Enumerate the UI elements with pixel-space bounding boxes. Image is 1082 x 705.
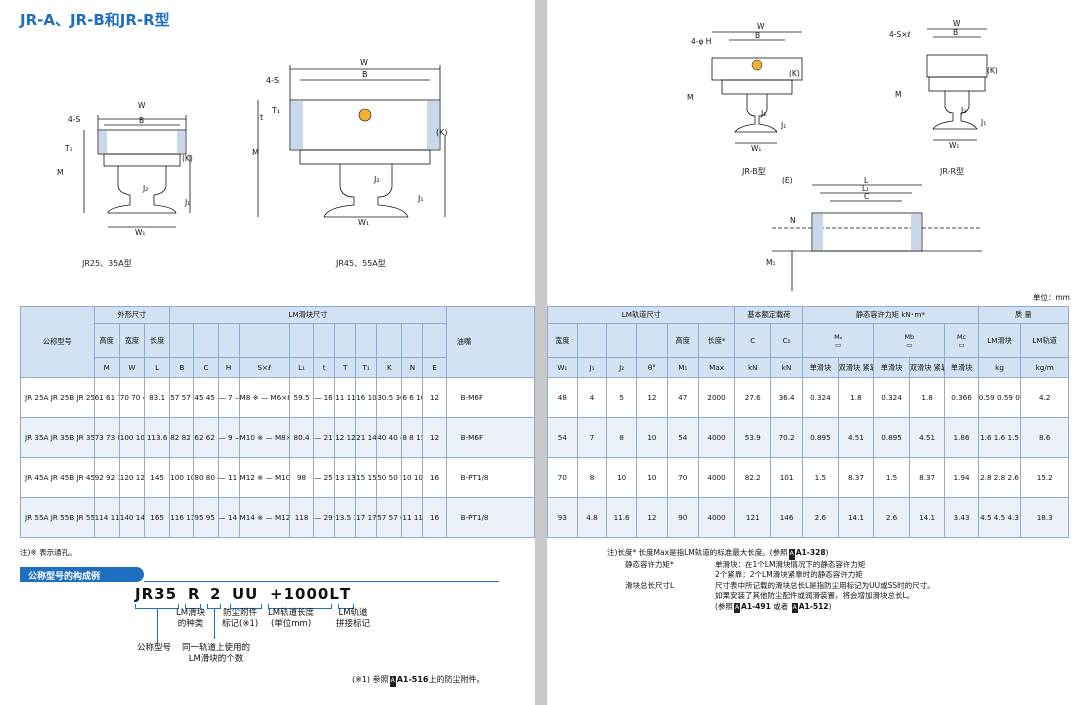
right-page: W B 4-φ H M (K) J₂ J₁ W₁ JR-B型 W B 4-S×ℓ… — [546, 0, 1082, 705]
svg-text:M: M — [57, 168, 63, 177]
svg-text:4-S: 4-S — [266, 76, 279, 85]
svg-text:N: N — [790, 216, 796, 225]
svg-text:W₁: W₁ — [751, 144, 761, 153]
label-joint: LM轨道 拼接标记 — [336, 608, 371, 629]
jr-b-drawing: W B 4-φ H M (K) J₂ J₁ W₁ — [687, 22, 803, 153]
page-gutter — [535, 0, 547, 705]
jr45-drawing: W B 4-S T₁ t M (K) J₂ J₁ W₁ — [252, 58, 448, 225]
svg-text:J₂: J₂ — [373, 175, 380, 184]
label-W: W — [138, 101, 146, 110]
svg-text:W₁: W₁ — [358, 218, 369, 225]
svg-text:M: M — [895, 90, 901, 99]
svg-text:B: B — [755, 31, 760, 40]
side-view-drawing: (E) L L₁ C N M₁ — [766, 176, 982, 291]
label-dust: 防尘附件 标记(※1) — [222, 608, 259, 629]
svg-text:4-φ H: 4-φ H — [691, 37, 711, 46]
svg-text:J₁: J₁ — [980, 118, 986, 127]
svg-text:W: W — [360, 58, 368, 67]
label-model: 公称型号 — [137, 643, 172, 653]
svg-text:L: L — [864, 176, 869, 185]
svg-text:W₁: W₁ — [949, 141, 959, 150]
svg-text:J₂: J₂ — [142, 184, 148, 193]
svg-text:W: W — [757, 22, 765, 31]
svg-text:(K): (K) — [987, 66, 998, 75]
svg-text:L₁: L₁ — [862, 184, 869, 193]
svg-text:(E): (E) — [782, 176, 793, 185]
svg-text:4-S: 4-S — [68, 115, 80, 124]
svg-text:B: B — [362, 70, 368, 79]
svg-text:B: B — [139, 116, 144, 125]
svg-text:M: M — [252, 148, 259, 157]
note: 注)※ 表示通孔。 — [20, 548, 77, 557]
jr-r-drawing: W B 4-S×ℓ M (K) J₂ J₁ W₁ — [889, 19, 998, 150]
svg-text:J₁: J₁ — [780, 121, 786, 130]
label-length: LM轨道长度 (单位mm) — [268, 608, 315, 629]
svg-text:B: B — [953, 28, 958, 37]
label-kind: LM滑块 的种类 — [176, 608, 206, 629]
svg-text:C: C — [864, 192, 869, 201]
svg-text:M₁: M₁ — [766, 258, 775, 267]
svg-text:J₁: J₁ — [184, 198, 190, 207]
unit-label: 单位：mm — [1032, 293, 1070, 302]
caption-small: JR25、35A型 — [82, 259, 132, 268]
label-count: 同一轨道上使用的 LM滑块的个数 — [182, 643, 251, 664]
svg-text:(K): (K) — [436, 128, 448, 137]
svg-text:W₁: W₁ — [135, 228, 145, 237]
svg-text:M: M — [687, 93, 693, 102]
jr25-drawing: W B 4-S T₁ M (K) J₂ J₁ W₁ — [57, 101, 193, 237]
svg-text:J₂: J₂ — [760, 109, 766, 118]
svg-text:T₁: T₁ — [64, 144, 73, 153]
caption-jr-r: JR-R型 — [940, 167, 965, 176]
caption-large: JR45、55A型 — [336, 259, 386, 268]
svg-text:T₁: T₁ — [271, 106, 280, 115]
left-page: JR-A、JR-B和JR-R型 W B 4-S T₁ M (K) J₂ J₁ W… — [0, 0, 536, 705]
svg-text:t: t — [260, 113, 263, 122]
svg-text:W: W — [953, 19, 961, 28]
page-title: JR-A、JR-B和JR-R型 — [20, 11, 170, 29]
spec-table-right: LM轨道尺寸 基本额定载荷 静态容许力矩 kN･m* 质 量 宽度 高度长度* … — [546, 306, 1070, 538]
svg-text:J₁: J₁ — [417, 194, 424, 203]
svg-text:4-S×ℓ: 4-S×ℓ — [889, 30, 911, 39]
caption-jr-b: JR-B型 — [742, 167, 766, 176]
composition-title: 公称型号的构成例 — [20, 567, 144, 582]
svg-text:(K): (K) — [789, 69, 800, 78]
svg-text:J₂: J₂ — [960, 106, 966, 115]
svg-text:(K): (K) — [182, 154, 193, 163]
